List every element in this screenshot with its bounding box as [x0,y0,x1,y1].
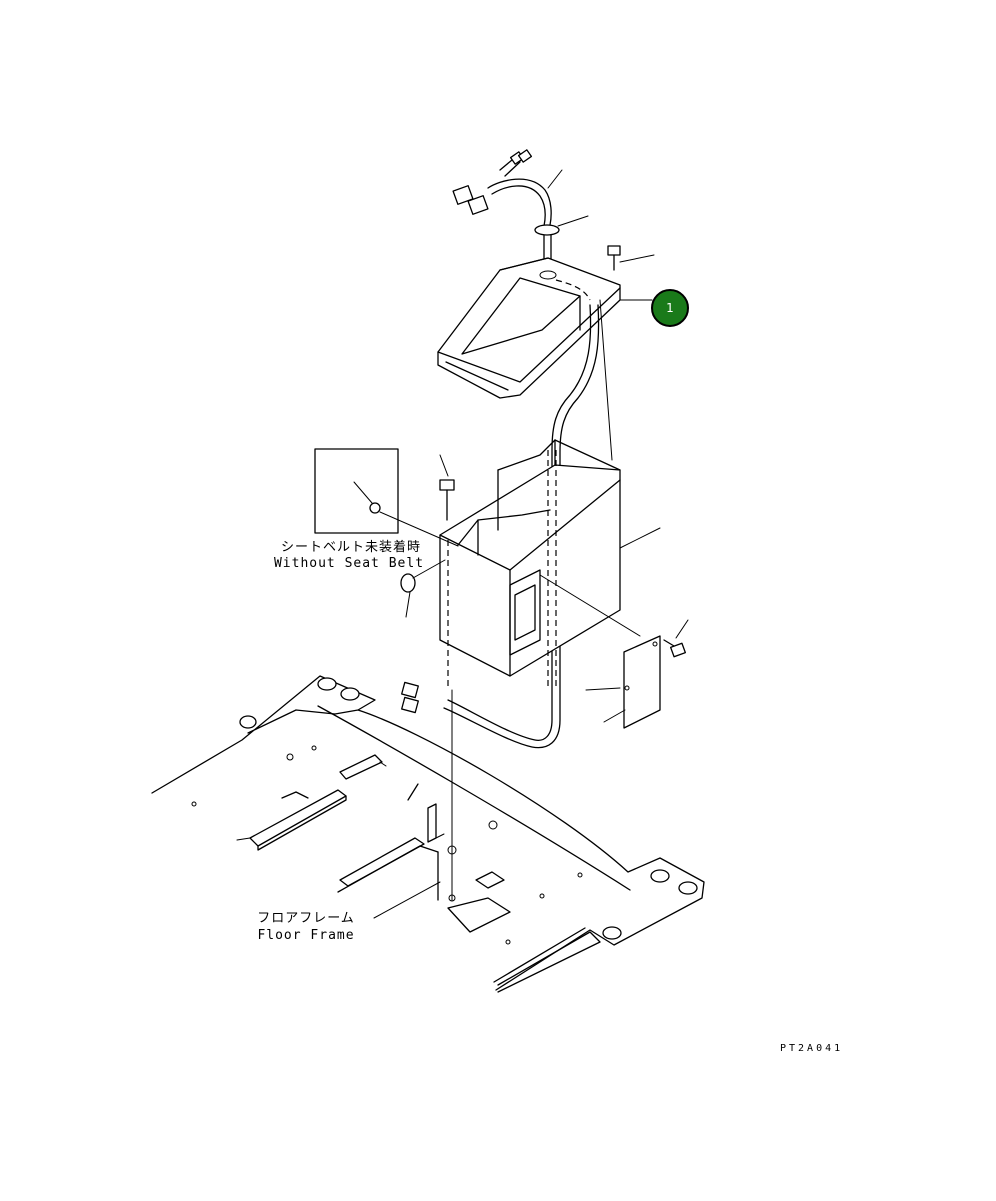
detail-box [314,448,459,547]
floor-frame [151,675,705,993]
svg-text:1: 1 [666,301,674,315]
grommet [534,215,589,271]
cover-plate [585,635,661,729]
floor-frame-leader [373,881,441,919]
seat-belt-label-jp: シートベルト未装着時 [281,539,421,555]
console-box [439,439,661,690]
drawing-code: PT2A041 [780,1043,843,1054]
callout-1[interactable]: 1 [651,289,689,327]
bolt-top [607,245,655,271]
tray-cover [437,257,653,399]
wiring-harness-top [452,149,563,227]
bolt-left [439,454,455,521]
floor-frame-label-jp: フロアフレーム [257,911,355,926]
floor-frame-label-en: Floor Frame [257,928,354,943]
floor-bars [236,754,445,901]
knob [400,559,446,618]
bolt-right [663,619,689,658]
seat-belt-label-en: Without Seat Belt [274,556,424,571]
